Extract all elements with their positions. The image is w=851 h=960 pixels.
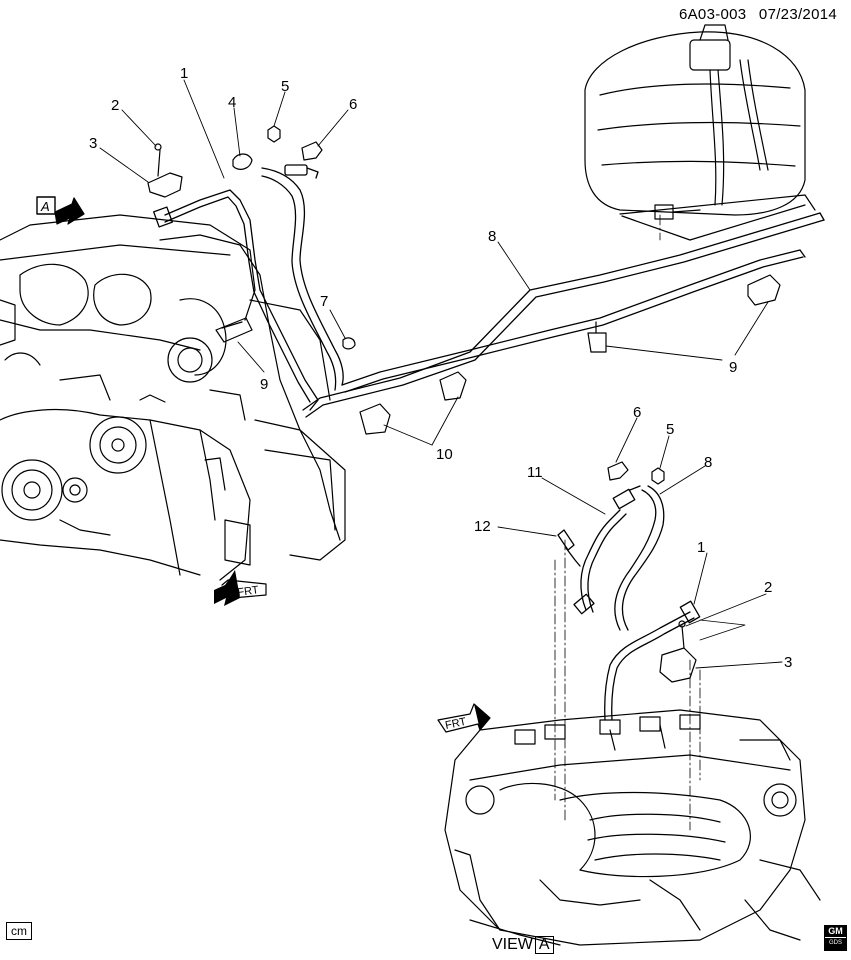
view-a-arrow-letter: A (40, 199, 50, 214)
alignment-lines (554, 214, 701, 831)
callout-3: 3 (89, 135, 97, 152)
diagram-code: 6A03-003 (678, 6, 747, 23)
view-label-prefix: VIEW (492, 936, 533, 953)
fuel-tank (584, 24, 816, 241)
gm-logo-text: GM (828, 926, 843, 936)
part-bracket-9-upper (747, 274, 781, 306)
callouts-view-a: 6 5 8 11 12 1 2 3 (474, 404, 792, 671)
view-a-fuel-lines (557, 485, 701, 721)
frt-arrow-right (437, 703, 491, 733)
part-nut-5-view (651, 467, 665, 485)
part-clip-3 (147, 143, 183, 198)
frt-label-left: FRT (237, 584, 260, 599)
part-clip-6 (301, 141, 323, 161)
gm-logo: GM GDS (824, 925, 847, 951)
callout-7: 7 (320, 293, 328, 310)
engine-assembly-left (0, 214, 346, 581)
part-clip-3-view (659, 620, 697, 683)
cm-badge: cm (6, 922, 32, 940)
diagram-header: 6A03-003 07/23/2014 (671, 6, 837, 23)
engine-assembly-view-a (444, 709, 821, 946)
callout-12-view: 12 (474, 518, 491, 535)
callout-2: 2 (111, 97, 119, 114)
callout-9-right: 9 (729, 359, 737, 376)
callout-3-view: 3 (784, 654, 792, 671)
part-bracket-9-center (587, 321, 607, 353)
callout-10: 10 (436, 446, 453, 463)
part-grommet-4 (232, 153, 253, 170)
callout-1-view: 1 (697, 539, 705, 556)
gm-logo-subtext: GDS (825, 937, 846, 949)
frt-label-right: FRT (444, 716, 467, 732)
callout-5-view: 5 (666, 421, 674, 438)
callout-2-view: 2 (764, 579, 772, 596)
view-label-letter: A (534, 936, 554, 954)
part-clip-7 (342, 337, 356, 350)
callout-6: 6 (349, 96, 357, 113)
view-a-arrow (36, 196, 85, 225)
frt-arrow-left (214, 570, 267, 606)
callout-8-view: 8 (704, 454, 712, 471)
ref-plane-view (699, 619, 746, 641)
callouts-main: 1 2 3 4 5 6 7 8 9 9 10 (89, 65, 737, 463)
part-clip-6-view (607, 461, 629, 481)
callout-9-left: 9 (260, 376, 268, 393)
callout-1: 1 (180, 65, 188, 82)
callout-6-view: 6 (633, 404, 641, 421)
leader-lines (99, 79, 783, 669)
callout-8: 8 (488, 228, 496, 245)
part-retainer-10 (359, 371, 467, 435)
diagram-date: 07/23/2014 (758, 6, 837, 23)
callout-4: 4 (228, 94, 236, 111)
part-bracket-9-left (215, 317, 253, 343)
part-nut-5 (267, 125, 281, 143)
callout-5: 5 (281, 78, 289, 95)
callout-11-view: 11 (527, 464, 543, 481)
